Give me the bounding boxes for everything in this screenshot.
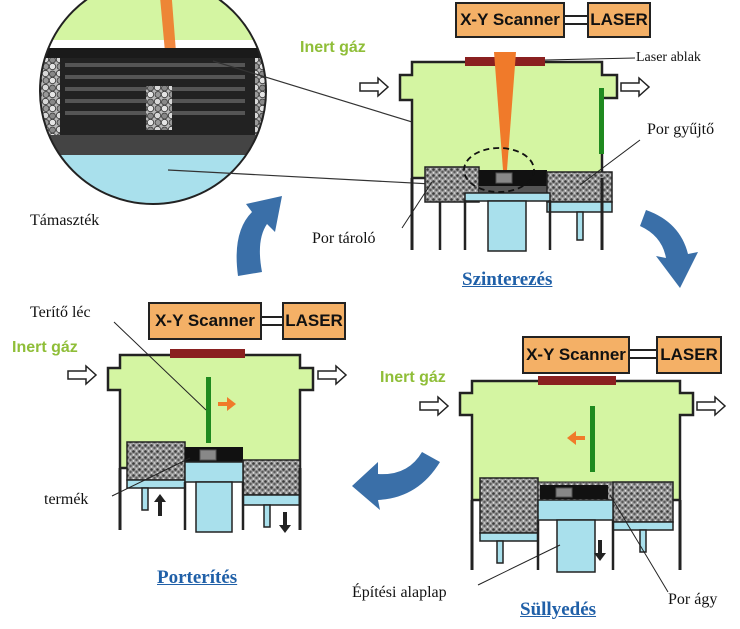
scanner-box: X-Y Scanner [455, 2, 565, 38]
cycle-arrow-icon [352, 452, 440, 510]
stage-sintering [359, 15, 651, 252]
zoom-detail [39, 0, 267, 205]
laser-window [538, 376, 616, 385]
stage-title-lowering: Süllyedés [520, 599, 597, 620]
down-arrow-icon [594, 540, 606, 561]
gas-out-arrow-icon [620, 76, 651, 98]
recoater-blade [590, 406, 595, 472]
scanner-box: X-Y Scanner [148, 302, 262, 340]
build-piston [556, 519, 596, 573]
laser-box: LASER [587, 2, 651, 38]
inert-gas-label: Inert gáz [300, 39, 366, 56]
build-piston [487, 200, 527, 252]
inert-gas-label: Inert gáz [12, 339, 78, 356]
support-label: Támaszték [30, 212, 100, 229]
stage-title-recoating: Porterítés [157, 567, 238, 588]
laser-box: LASER [656, 336, 722, 374]
cycle-arrows [236, 196, 698, 510]
recoater-blade [206, 377, 211, 443]
laser-beam [494, 52, 516, 170]
laser-window [170, 349, 245, 358]
cycle-arrow-icon [640, 210, 698, 288]
product-label: termék [44, 491, 89, 508]
motion-arrow-icon [218, 397, 236, 411]
powder-storage [479, 477, 539, 534]
recoater-blade [599, 88, 604, 154]
up-arrow-icon [154, 494, 166, 516]
scanner-box: X-Y Scanner [522, 336, 630, 374]
recoater-label: Terítő léc [30, 304, 91, 321]
build-piston [195, 481, 233, 533]
focus-ellipse [463, 147, 535, 193]
down-arrow-icon [279, 512, 291, 533]
powder-bed-label: Por ágy [668, 591, 718, 608]
gas-out-arrow-icon [317, 364, 348, 386]
powder-storage-label: Por tároló [312, 230, 376, 247]
motion-arrow-icon [567, 431, 585, 445]
laser-window-label: Laser ablak [636, 50, 701, 65]
gas-in-arrow-icon [67, 364, 98, 386]
stage-recoating [67, 316, 348, 533]
gas-in-arrow-icon [359, 76, 390, 98]
stage-lowering [419, 349, 727, 593]
laser-box: LASER [282, 302, 346, 340]
part [540, 485, 608, 499]
part [479, 170, 547, 186]
powder-collector [242, 459, 301, 496]
inert-gas-label: Inert gáz [380, 369, 446, 386]
gas-out-arrow-icon [696, 395, 727, 417]
build-plate-label: Építési alaplap [352, 584, 447, 601]
gas-in-arrow-icon [419, 395, 450, 417]
cycle-arrow-icon [236, 196, 282, 276]
stage-title-sintering: Szinterezés [462, 269, 553, 290]
powder-collector-label: Por gyűjtő [647, 121, 715, 138]
zoom-connector-bottom [167, 169, 470, 187]
